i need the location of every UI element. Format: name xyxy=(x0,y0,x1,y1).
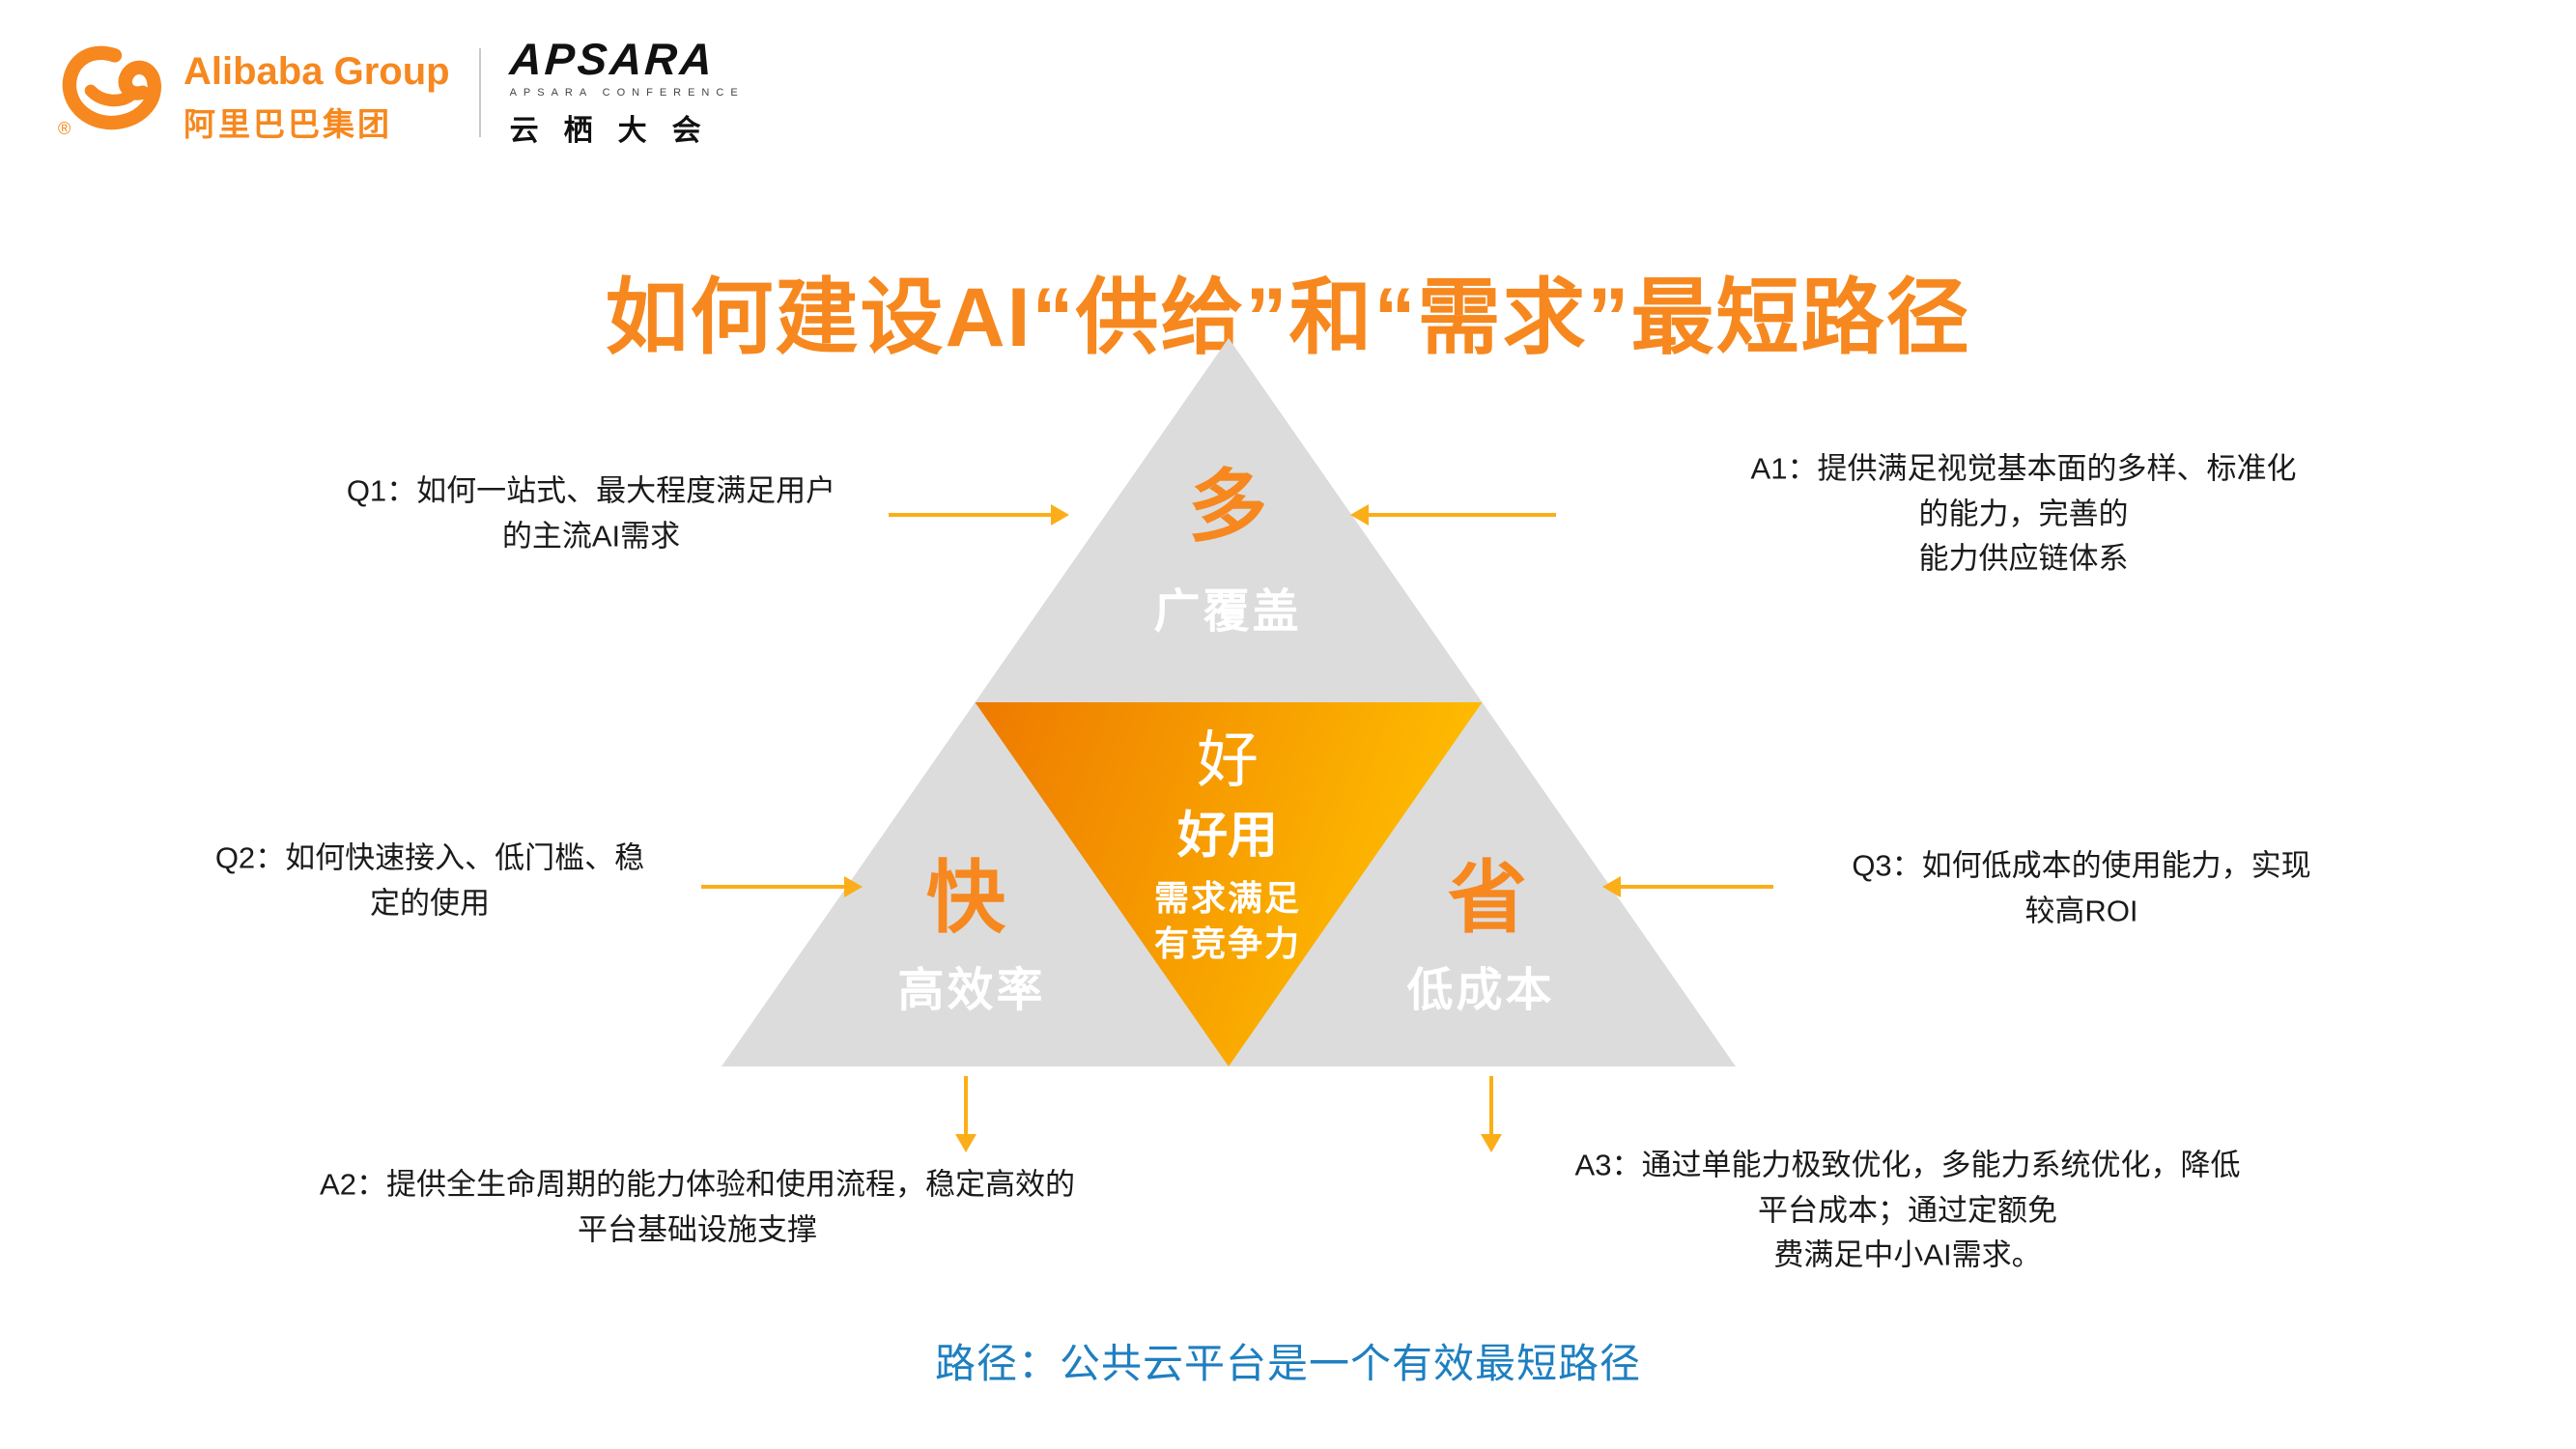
apsara-logo: APSARA APSARA CONFERENCE 云栖大会 xyxy=(507,34,745,149)
triangle-center-line2: 有竞争力 xyxy=(1153,923,1302,963)
triangle-right-sublabel: 低成本 xyxy=(1406,965,1555,1016)
callout-a2: A2：提供全生命周期的能力体验和使用流程，稳定高效的 平台基础设施支撑 xyxy=(320,1163,1075,1253)
triangle-top-sublabel: 广覆盖 xyxy=(1153,586,1302,638)
callout-q2: Q2：如何快速接入、低门槛、稳 定的使用 xyxy=(215,837,644,926)
callout-a3: A3：通过单能力极致优化，多能力系统优化，降低平台成本；通过定额免 费满足中小A… xyxy=(1573,1143,2242,1278)
callout-q2-line2: 定的使用 xyxy=(369,886,490,920)
registered-mark: ® xyxy=(58,119,71,138)
callout-a1-line2: 能力供应链体系 xyxy=(1918,541,2129,576)
callout-q1-line1: Q1：如何一站式、最大程度满足用户 xyxy=(346,473,836,508)
triangle-center-sublabel: 好用 xyxy=(1176,808,1279,865)
callout-a3-line2: 费满足中小AI需求。 xyxy=(1773,1237,2042,1272)
triangle-center-line1: 需求满足 xyxy=(1153,878,1302,918)
apsara-wordmark: APSARA xyxy=(507,34,717,84)
inner-inverted-triangle xyxy=(975,702,1483,1066)
callout-q1-line2: 的主流AI需求 xyxy=(501,519,681,553)
alibaba-logo-text: Alibaba Group 阿里巴巴集团 xyxy=(184,41,450,145)
alibaba-logo: ® Alibaba Group 阿里巴巴集团 xyxy=(56,41,450,145)
callout-a1: A1：提供满足视觉基本面的多样、标准化的能力，完善的 能力供应链体系 xyxy=(1747,446,2300,582)
a1-arrow-icon xyxy=(1367,513,1556,517)
apsara-cn-label: 云栖大会 xyxy=(509,115,726,147)
callout-a2-line2: 平台基础设施支撑 xyxy=(577,1212,817,1246)
alibaba-smile-icon: ® xyxy=(56,41,170,138)
q1-arrow-icon xyxy=(889,513,1053,517)
a2-arrow-icon xyxy=(964,1076,968,1136)
callout-a2-line1: A2：提供全生命周期的能力体验和使用流程，稳定高效的 xyxy=(320,1167,1075,1202)
callout-a3-line1: A3：通过单能力极致优化，多能力系统优化，降低平台成本；通过定额免 xyxy=(1574,1148,2241,1227)
page-title: 如何建设AI“供给”和“需求”最短路径 xyxy=(605,270,1971,364)
triangle-graphic xyxy=(722,338,1736,1066)
triangle-left-keyword: 快 xyxy=(925,854,1006,943)
triangle-center-keyword: 好 xyxy=(1197,725,1259,795)
logo-bar: ® Alibaba Group 阿里巴巴集团 APSARA APSARA CON… xyxy=(56,34,745,149)
footer-conclusion: 路径：公共云平台是一个有效最短路径 xyxy=(934,1341,1641,1386)
callout-a1-line1: A1：提供满足视觉基本面的多样、标准化的能力，完善的 xyxy=(1750,451,2297,530)
q2-arrow-icon xyxy=(701,885,846,889)
alibaba-group-name-cn: 阿里巴巴集团 xyxy=(184,106,392,142)
triangle-top-keyword: 多 xyxy=(1187,463,1268,552)
logo-divider xyxy=(478,48,481,137)
callout-q2-line1: Q2：如何快速接入、低门槛、稳 xyxy=(214,840,645,875)
alibaba-group-name: Alibaba Group xyxy=(184,50,450,93)
apsara-conference-label: APSARA CONFERENCE xyxy=(509,87,745,99)
q3-arrow-icon xyxy=(1619,885,1773,889)
callout-q3: Q3：如何低成本的使用能力，实现 较高ROI xyxy=(1852,844,2310,934)
triangle-left-sublabel: 高效率 xyxy=(897,965,1046,1016)
a3-arrow-icon xyxy=(1489,1076,1493,1136)
callout-q3-line1: Q3：如何低成本的使用能力，实现 xyxy=(1852,848,2311,883)
triangle-right-keyword: 省 xyxy=(1447,854,1528,943)
callout-q3-line2: 较高ROI xyxy=(2024,894,2138,927)
callout-q1: Q1：如何一站式、最大程度满足用户 的主流AI需求 xyxy=(347,469,835,559)
